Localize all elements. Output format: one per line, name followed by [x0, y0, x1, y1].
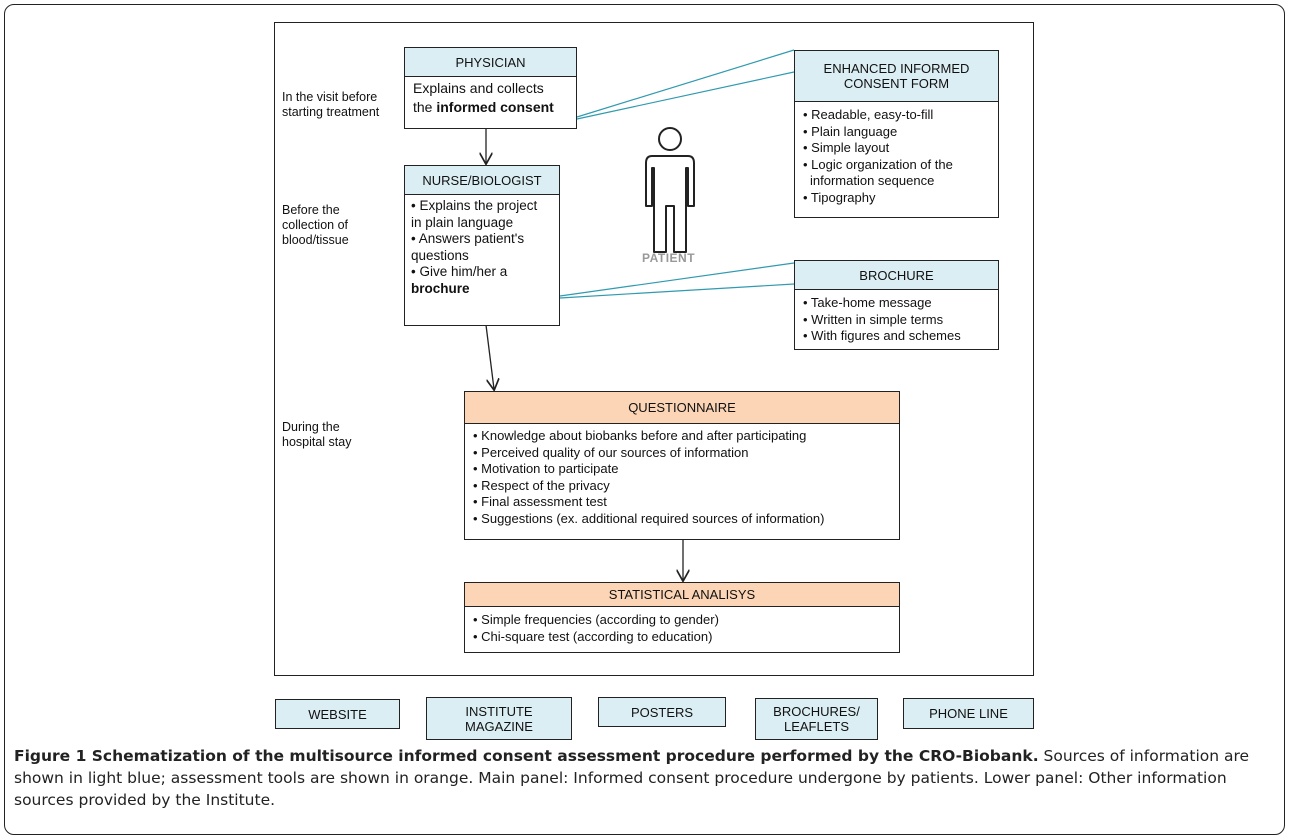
caption-text: Sources of information are shown in ligh…	[14, 747, 1250, 809]
statistical-analysis-title: STATISTICAL ANALISYS	[465, 583, 899, 607]
statistical-analysis-box: STATISTICAL ANALISYS • Simple frequencie…	[464, 582, 900, 653]
physician-title: PHYSICIAN	[405, 48, 576, 77]
source-website: WEBSITE	[275, 699, 400, 729]
source-posters: POSTERS	[598, 697, 726, 727]
nurse-biologist-box: NURSE/BIOLOGIST • Explains the project i…	[404, 165, 560, 326]
connector-physician-consent-bottom	[576, 71, 795, 120]
figure-caption: Figure 1 Schematization of the multisour…	[14, 745, 1276, 811]
consent-form-box: ENHANCED INFORMED CONSENT FORM • Readabl…	[794, 50, 999, 218]
caption-title: Figure 1 Schematization of the multisour…	[14, 747, 1039, 765]
main-panel	[274, 22, 1034, 676]
physician-text: Explains and collects the informed conse…	[413, 80, 554, 115]
questionnaire-title: QUESTIONNAIRE	[465, 392, 899, 424]
physician-box: PHYSICIAN Explains and collects the info…	[404, 47, 577, 129]
connector-nurse-brochure-top	[559, 262, 795, 297]
patient-label: PATIENT	[642, 251, 696, 265]
source-brochures-leaflets: BROCHURES/LEAFLETS	[755, 698, 878, 740]
statistical-analysis-items: • Simple frequencies (according to gende…	[473, 612, 719, 644]
questionnaire-items: • Knowledge about biobanks before and af…	[473, 428, 825, 526]
brochure-title: BROCHURE	[795, 261, 998, 290]
connector-physician-consent-top	[576, 49, 795, 118]
patient-icon	[645, 127, 695, 253]
connector-nurse-brochure-bottom	[559, 283, 795, 299]
questionnaire-box: QUESTIONNAIRE • Knowledge about biobanks…	[464, 391, 900, 540]
brochure-items: • Take-home message • Written in simple …	[803, 295, 961, 343]
nurse-biologist-text: • Explains the project in plain language…	[411, 198, 538, 296]
source-phone-line: PHONE LINE	[903, 698, 1034, 729]
consent-form-items: • Readable, easy-to-fill • Plain languag…	[803, 107, 953, 205]
brochure-box: BROCHURE • Take-home message • Written i…	[794, 260, 999, 350]
arrow-nurse-questionnaire	[485, 324, 494, 389]
figure-frame	[4, 4, 1285, 835]
nurse-biologist-title: NURSE/BIOLOGIST	[405, 166, 559, 195]
consent-form-title: ENHANCED INFORMED CONSENT FORM	[795, 51, 998, 102]
